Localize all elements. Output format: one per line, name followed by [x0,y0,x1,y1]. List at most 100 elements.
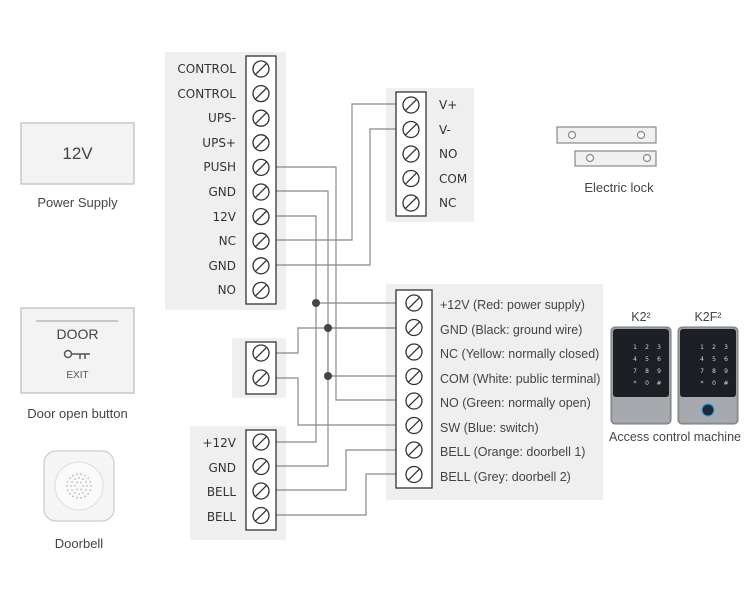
keypad-key: 7 [633,368,637,375]
speaker-hole [89,489,92,492]
wire-bell-gnd [270,328,329,467]
speaker-hole [82,485,84,487]
electric-lock-caption: Electric lock [584,180,654,195]
keypad-key: 0 [712,380,716,387]
speaker-hole [70,485,72,487]
terminal-screw [402,145,420,163]
main-controller-terminal-label: GND [208,258,236,273]
reader-terminal-label: SW (Blue: switch) [440,420,539,435]
speaker-hole [66,489,69,492]
wire-nc-to-lock-vplus [276,103,400,241]
access-machine-k2f [677,326,739,425]
speaker-hole [74,492,76,494]
lock-terminal-label: COM [439,171,468,186]
speaker-hole [87,477,90,480]
terminal-screw [252,183,270,201]
main-controller-terminal-label: NO [217,283,236,298]
main-controller-terminal-label: PUSH [203,160,236,175]
speaker-hole [89,480,92,483]
speaker-hole [76,473,78,476]
terminal-screw [405,367,423,386]
terminal-screw [402,120,420,139]
terminal-screw [252,134,270,152]
terminal-screw [405,416,423,435]
keypad-key: 2 [712,344,716,351]
doorbell-speaker-outer [54,461,104,511]
speaker-hole [80,488,82,491]
speaker-hole [76,481,78,484]
power-supply-box [20,122,135,185]
speaker-hole [78,477,80,479]
terminal-screw [405,441,423,459]
speaker-hole [76,496,78,499]
wire-button-1 [270,327,400,354]
lock-terminal-label: NO [439,147,458,161]
terminal-screw [402,96,420,114]
main-controller-terminal-label: CONTROL [177,62,236,76]
keypad-key: * [634,380,637,387]
bell-terminal-label: +12V [202,436,236,450]
speaker-hole [71,481,73,483]
bell-terminal-label: BELL [206,485,236,499]
terminal-screw [402,194,420,212]
speaker-hole [90,485,92,487]
lock-terminal-label: V- [439,122,451,137]
keypad-key: 5 [712,356,716,363]
wire-gnd-to-lock-vminus [276,128,400,266]
speaker-hole [84,474,86,477]
key-icon [63,349,90,359]
terminal-screw [405,294,423,312]
wire-gnd-to-reader-gnd [276,190,400,329]
keypad-key: 2 [645,344,649,351]
keypad-key: # [723,380,728,387]
keypad-key: 3 [657,344,661,351]
power-supply-caption: Power Supply [37,195,118,210]
lock-terminal-label: V+ [439,98,458,112]
keypad-key: 3 [724,344,728,351]
keypad-key: 1 [700,344,704,351]
terminal-screw [405,318,423,337]
main-controller-terminal-label: GND [208,185,236,199]
keypad-key: 9 [724,368,728,375]
speaker-hole [74,478,76,480]
electric-lock-icon [556,126,657,167]
speaker-hole [72,474,74,477]
reader-terminal-label: COM (White: public terminal) [440,371,601,386]
speaker-hole [82,492,84,494]
terminal-screw [252,207,270,226]
terminal-screw [252,281,270,300]
reader-terminal-label: GND (Black: ground wire) [440,322,583,337]
terminal-screw [402,169,420,188]
wire-push-to-reader-no [276,166,400,401]
keypad-key: 5 [645,356,649,363]
speaker-hole [80,481,82,484]
speaker-hole [84,495,86,498]
wire-bell-1 [270,449,400,491]
power-supply-label: 12V [62,144,93,163]
speaker-hole [66,485,68,487]
keypad-key: * [701,380,704,387]
terminal-screw [405,343,423,361]
reader-terminal-label: BELL (Orange: doorbell 1) [440,445,586,459]
keypad-key: 6 [724,356,728,363]
terminal-screw [252,344,270,362]
terminal-screw [252,158,270,177]
terminal-screw [252,84,270,103]
junction-dot [324,324,332,332]
terminal-screw [252,60,270,78]
door-button-title: DOOR [56,326,99,342]
access-machine-caption: Access control machine [608,430,741,444]
speaker-hole [85,481,87,483]
speaker-hole [86,485,88,487]
reader-terminal-label: +12V (Red: power supply) [440,298,585,312]
keypad-key: 6 [657,356,661,363]
terminal-screw [252,457,270,476]
keypad-key: 8 [712,368,716,375]
junction-dot [312,299,320,307]
speaker-hole [76,488,78,491]
doorbell-caption: Doorbell [54,536,104,551]
speaker-hole [82,478,84,480]
access-machine-model-1: K2² [631,310,651,324]
wire-reader-com [327,328,400,377]
